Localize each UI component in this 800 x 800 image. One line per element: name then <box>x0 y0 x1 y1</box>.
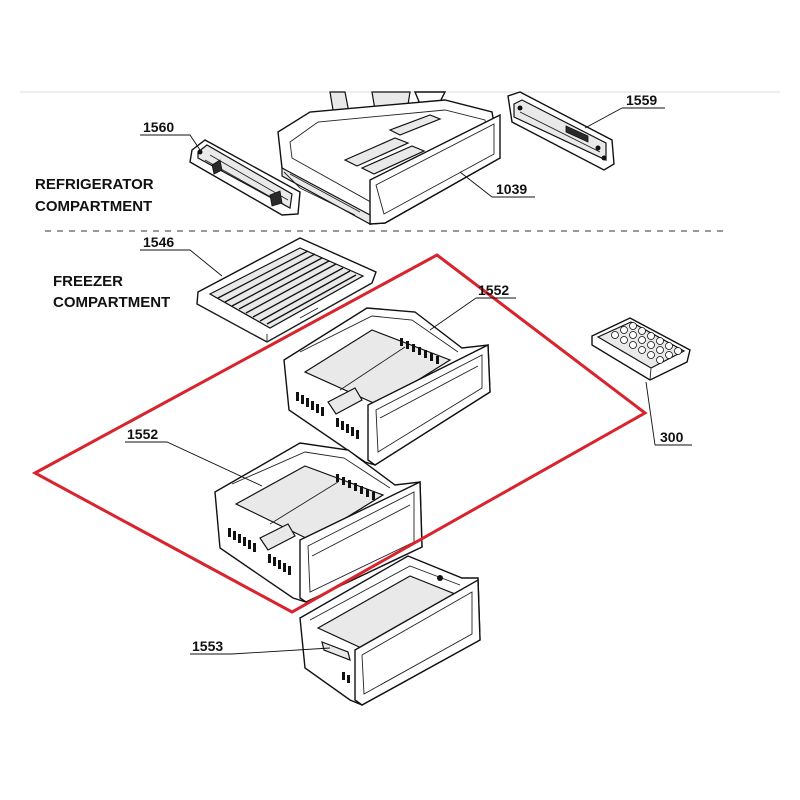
part-label-300: 300 <box>660 429 684 445</box>
part-1039-crisper-drawer <box>277 91 501 226</box>
part-1546-freezer-shelf <box>196 237 377 343</box>
part-label-1546: 1546 <box>143 234 174 250</box>
part-label-1553: 1553 <box>192 638 223 654</box>
part-1552-upper-basket <box>283 307 491 466</box>
freezer-label-line1: FREEZER <box>53 273 123 290</box>
part-label-1560: 1560 <box>143 119 174 135</box>
part-300-ice-tray <box>591 317 691 381</box>
part-label-1552-upper: 1552 <box>478 282 509 298</box>
part-1560-rail <box>189 139 301 216</box>
highlight-outline <box>31 253 648 614</box>
part-1552-lower-basket <box>214 442 423 603</box>
refrigerator-label-line2: COMPARTMENT <box>35 198 152 215</box>
part-label-1552-lower: 1552 <box>127 426 158 442</box>
refrigerator-label-line1: REFRIGERATOR <box>35 176 154 193</box>
part-1559-rail <box>507 91 615 171</box>
part-label-1559: 1559 <box>626 92 657 108</box>
leader-lines <box>125 107 692 655</box>
freezer-label-line2: COMPARTMENT <box>53 294 170 311</box>
part-1553-bottom-drawer <box>299 555 481 706</box>
part-label-1039: 1039 <box>496 181 527 197</box>
